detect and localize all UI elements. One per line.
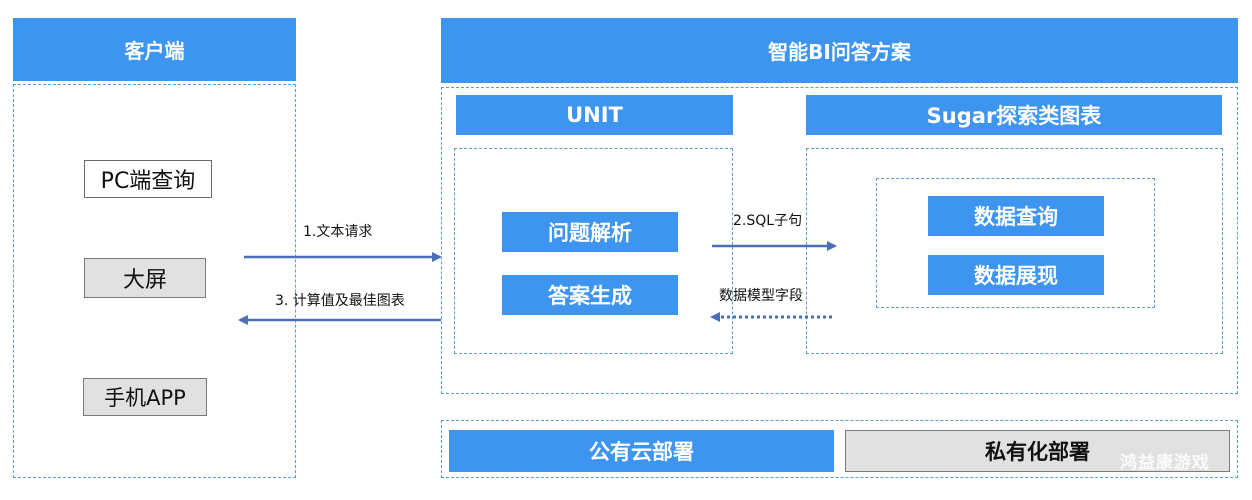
solution-panel bbox=[441, 87, 1238, 394]
client-pc-query[interactable]: PC端查询 bbox=[84, 160, 212, 198]
sugar-header: Sugar探索类图表 bbox=[806, 95, 1222, 135]
solution-title: 智能BI问答方案 bbox=[768, 40, 911, 64]
client-panel bbox=[13, 84, 296, 478]
solution-header: 智能BI问答方案 bbox=[441, 18, 1238, 83]
unit-header: UNIT bbox=[456, 95, 733, 135]
unit-answer-generate[interactable]: 答案生成 bbox=[502, 275, 678, 315]
unit-panel bbox=[454, 148, 733, 354]
label-sql: 2.SQL子句 bbox=[733, 213, 803, 229]
client-mobile-app[interactable]: 手机APP bbox=[83, 378, 207, 416]
deploy-panel bbox=[441, 420, 1238, 478]
unit-question-parse[interactable]: 问题解析 bbox=[502, 212, 678, 252]
label-result: 3. 计算值及最佳图表 bbox=[275, 293, 405, 309]
deploy-private[interactable]: 私有化部署 bbox=[845, 430, 1230, 472]
sugar-data-display[interactable]: 数据展现 bbox=[928, 255, 1104, 295]
watermark: 鸿益康游戏 bbox=[1120, 453, 1210, 473]
sugar-panel bbox=[806, 148, 1223, 354]
sugar-data-query[interactable]: 数据查询 bbox=[928, 196, 1104, 236]
deploy-public-cloud[interactable]: 公有云部署 bbox=[449, 430, 834, 472]
label-fields: 数据模型字段 bbox=[719, 288, 803, 304]
client-title: 客户端 bbox=[124, 39, 185, 63]
client-header: 客户端 bbox=[13, 18, 296, 81]
client-big-screen[interactable]: 大屏 bbox=[84, 258, 206, 298]
label-text-request: 1.文本请求 bbox=[303, 224, 373, 240]
sugar-title: Sugar探索类图表 bbox=[926, 104, 1102, 128]
sugar-inner-panel bbox=[876, 178, 1155, 308]
unit-title: UNIT bbox=[566, 103, 623, 127]
